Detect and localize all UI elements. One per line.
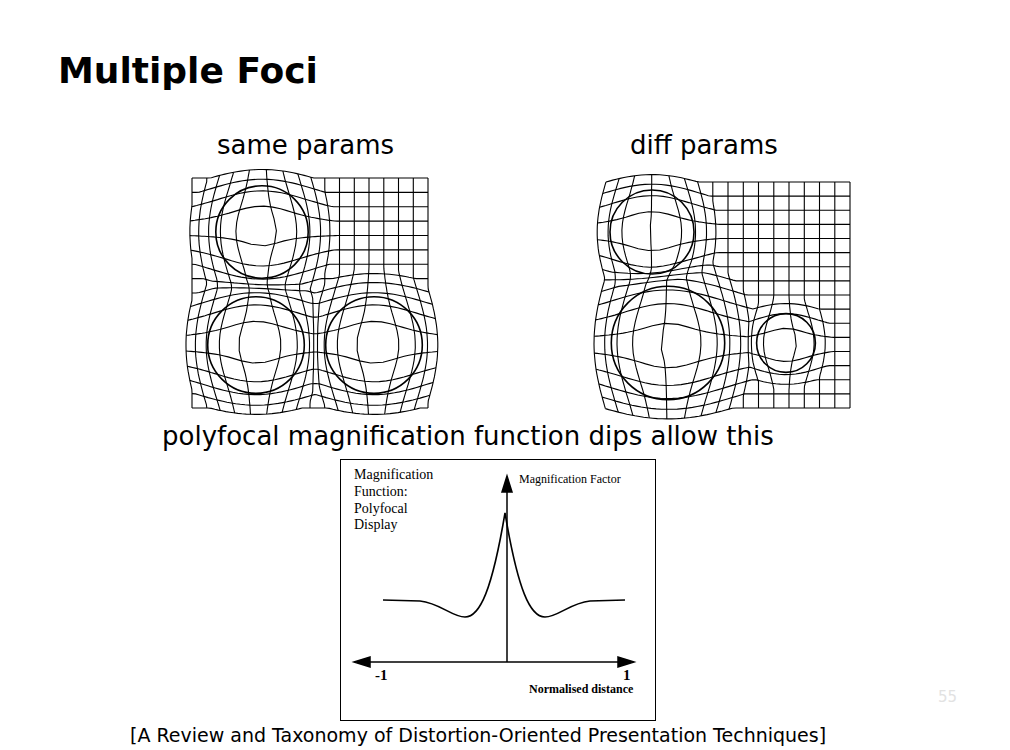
grid-line: [602, 394, 850, 409]
slide-title: Multiple Foci: [58, 50, 318, 91]
grid-line: [190, 206, 428, 221]
grid-line: [191, 293, 433, 307]
grid-line: [601, 279, 850, 295]
grid-line: [192, 170, 428, 179]
grid-line: [606, 175, 850, 182]
grid-line: [605, 179, 619, 413]
grid-line: [605, 408, 850, 419]
tick-label: -1: [375, 667, 388, 684]
focus-circle: [757, 314, 816, 373]
grid-line: [192, 179, 428, 192]
grid-line: [661, 176, 681, 419]
grid-line: [599, 380, 850, 399]
grid-line: [192, 191, 428, 207]
grid-line: [603, 184, 850, 196]
chart-title: Magnification Function: Polyfocal Displa…: [354, 467, 446, 534]
x-axis: [368, 661, 620, 663]
grid-line: [357, 178, 369, 414]
grid-line: [594, 182, 606, 409]
grid-line: [192, 274, 428, 285]
grid-line: [428, 178, 438, 408]
grid-line: [192, 264, 428, 279]
grid-line: [192, 408, 428, 414]
chart-frame: Magnification Function: Polyfocal Displa…: [340, 459, 656, 721]
grid-line: [191, 250, 428, 266]
tick-label: 1: [623, 667, 631, 684]
axis-head: [618, 657, 634, 667]
grid-line: [599, 253, 850, 268]
y-axis: [506, 488, 508, 662]
grid-line: [598, 212, 851, 225]
grid-caption: same params: [217, 130, 394, 160]
grid-line: [187, 366, 436, 382]
focus-circle: [208, 297, 305, 394]
axis-head: [354, 657, 370, 667]
grid-line: [596, 366, 850, 386]
grid-line: [605, 273, 851, 281]
citation: [A Review and Taxonomy of Distortion-Ori…: [130, 724, 826, 746]
magnification-curve: [383, 513, 625, 617]
grid-line: [186, 351, 438, 363]
grid-line: [598, 290, 850, 309]
grid-line: [597, 239, 850, 251]
grid-line: [728, 182, 741, 409]
axis-label: Normalised distance: [529, 682, 633, 697]
grid-line: [413, 178, 427, 410]
focus-circle: [326, 297, 423, 394]
axis-head: [502, 476, 512, 492]
grid-caption: diff params: [630, 130, 778, 160]
grid-diff-params: [594, 175, 850, 419]
grid-line: [596, 304, 850, 324]
grid-line: [192, 283, 429, 294]
grid-line: [236, 170, 251, 414]
page-number: 55: [938, 688, 957, 706]
focus-circle: [611, 286, 724, 399]
grid-line: [186, 178, 192, 408]
grid-same-params: [186, 170, 438, 415]
grid-line: [186, 321, 437, 335]
grid-line: [713, 182, 730, 413]
grid-line: [600, 196, 850, 211]
axis-label: Magnification Factor: [519, 472, 621, 487]
grid-line: [192, 394, 430, 406]
focus-circle: [610, 190, 694, 274]
focus-circle: [216, 186, 308, 278]
subtitle: polyfocal magnification function dips al…: [162, 421, 774, 451]
grid-line: [190, 236, 428, 246]
